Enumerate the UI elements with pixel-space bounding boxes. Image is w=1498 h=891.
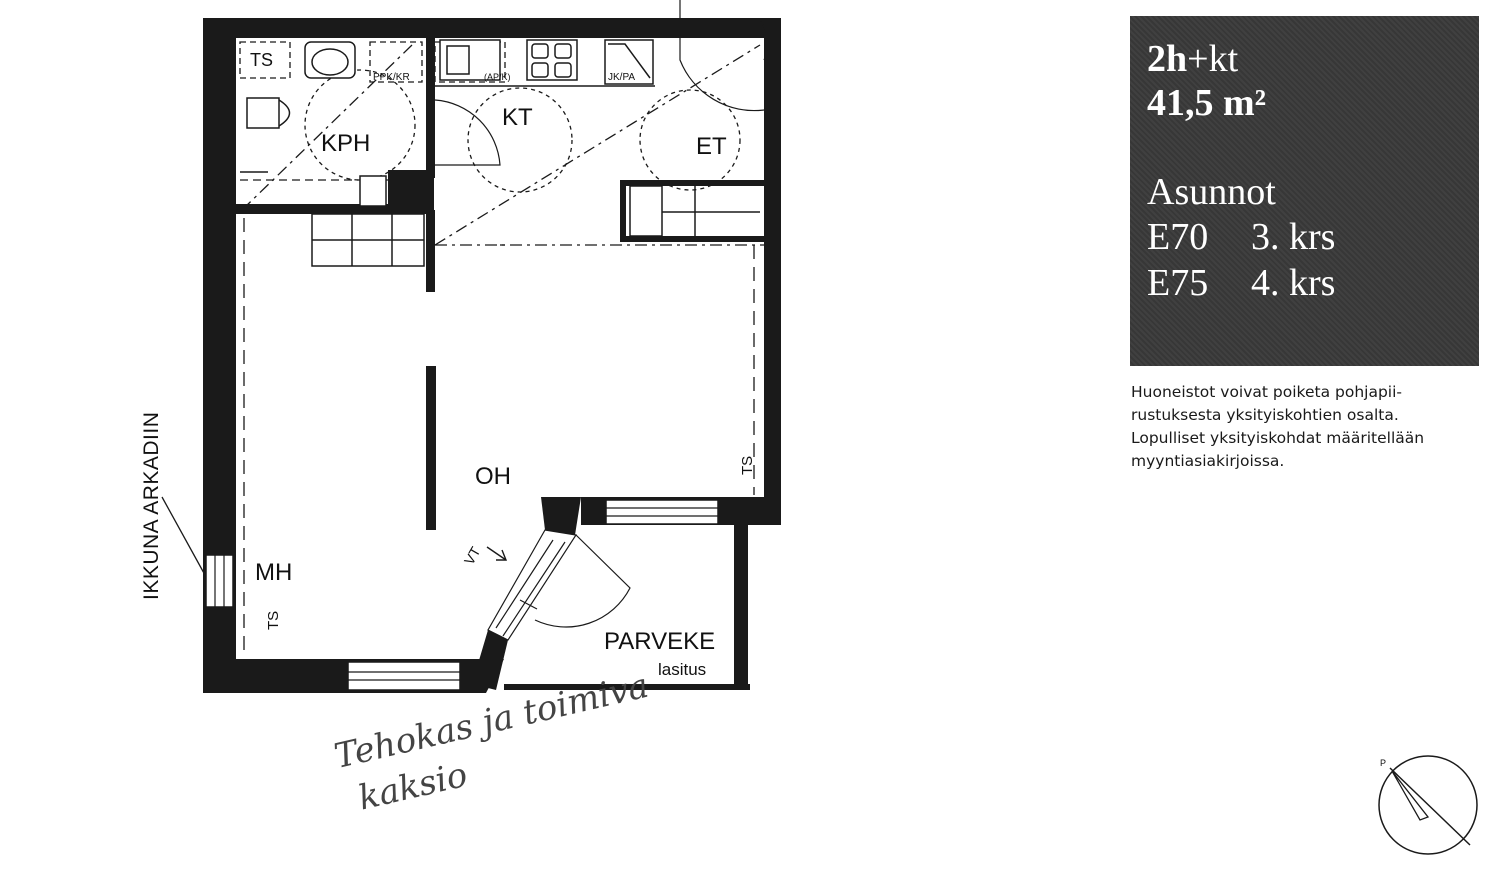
apartment-floor: 4. krs bbox=[1251, 262, 1336, 304]
wall-top bbox=[203, 18, 781, 38]
entrance-door-swing bbox=[679, 0, 765, 112]
dashed-lines bbox=[239, 41, 764, 655]
turning-circle-hall bbox=[639, 89, 741, 191]
label-mh: MH bbox=[255, 559, 292, 586]
sink-bowl-icon bbox=[446, 45, 470, 75]
label-parveke: PARVEKE bbox=[604, 628, 715, 655]
apartment-info-box: 2h+kt 41,5 m² Asunnot E70 3. krs E75 4. kr… bbox=[1130, 16, 1479, 366]
window-balcony bbox=[605, 499, 719, 525]
wall-balcony-bottom bbox=[504, 684, 750, 690]
wall-closet-top bbox=[620, 180, 764, 186]
disclaimer-line: Lopulliset yksityiskohdat määritellään bbox=[1131, 429, 1425, 447]
compass-needle-line bbox=[1389, 767, 1471, 846]
wall-diagonal-bottom bbox=[472, 630, 508, 690]
wall-diagonal-top bbox=[541, 497, 581, 535]
turning-circle-kitchen bbox=[467, 87, 573, 193]
walls bbox=[203, 18, 781, 693]
label-ap-k: (AP/K) bbox=[484, 72, 511, 82]
window-lines bbox=[214, 0, 769, 681]
wall-partition-lower bbox=[426, 366, 436, 530]
washbasin-bowl-icon bbox=[311, 48, 349, 76]
stove-plate-icon bbox=[531, 62, 549, 78]
disclaimer-line: myyntiasiakirjoissa. bbox=[1131, 452, 1285, 470]
wall-balcony-right bbox=[734, 497, 748, 689]
dashed-diagonal bbox=[434, 44, 761, 246]
bath-door-swing bbox=[434, 99, 501, 166]
disclaimer-line: Huoneistot voivat poiketa pohjapii- bbox=[1131, 383, 1402, 401]
fridge-icon bbox=[608, 43, 651, 79]
fixtures bbox=[240, 39, 760, 267]
balcony-door-swing bbox=[534, 534, 631, 628]
toilet-bowl-icon bbox=[278, 99, 291, 127]
label-lasitus: lasitus bbox=[658, 660, 706, 679]
compass-label: P bbox=[1380, 758, 1386, 768]
balcony-door-line bbox=[502, 541, 566, 637]
washbasin bbox=[304, 41, 356, 79]
compass-arrow bbox=[1391, 770, 1430, 821]
vent-arrow-shaft bbox=[486, 546, 507, 561]
apartment-area: 41,5 m² bbox=[1147, 82, 1267, 124]
dashed-ppk-box bbox=[369, 41, 423, 83]
label-jk-pa: JK/PA bbox=[608, 72, 635, 83]
apartment-type-rooms: 2h bbox=[1147, 38, 1188, 80]
apartment-type: 2h+kt bbox=[1147, 38, 1479, 80]
vent-arrow-icon bbox=[486, 546, 508, 561]
apartment-code: E70 bbox=[1147, 216, 1209, 258]
label-window-arcade: IKKUNA ARKADIIN bbox=[140, 412, 163, 600]
bath-cabinet bbox=[359, 175, 387, 207]
label-ts-left: TS bbox=[265, 611, 282, 630]
toilet-tank bbox=[246, 97, 280, 129]
wall-right bbox=[764, 18, 781, 525]
label-ts-top: TS bbox=[250, 50, 273, 70]
balcony-door-frame bbox=[487, 529, 578, 641]
apartment-floor: 3. krs bbox=[1251, 216, 1336, 258]
label-oh: OH bbox=[475, 463, 511, 490]
window-left bbox=[205, 554, 234, 608]
wall-closet-bottom bbox=[620, 236, 764, 242]
label-et: ET bbox=[696, 133, 727, 160]
label-kt: KT bbox=[502, 104, 533, 131]
compass-icon: P bbox=[1378, 755, 1478, 855]
apartment-unit-row: E75 4. krs bbox=[1147, 260, 1479, 306]
label-kph: KPH bbox=[321, 130, 370, 157]
fridge-freezer bbox=[604, 39, 654, 85]
vent-arrow-head bbox=[496, 549, 508, 561]
wall-closet-left bbox=[620, 180, 626, 242]
disclaimer-line: rustuksesta yksityiskohtien osalta. bbox=[1131, 406, 1399, 424]
dashed-bath-diagonal bbox=[241, 44, 413, 211]
apartments-heading: Asunnot bbox=[1147, 171, 1276, 213]
window-pointer-line bbox=[161, 496, 206, 576]
stove-plate-icon bbox=[531, 43, 549, 59]
label-ts-right: TS bbox=[739, 456, 756, 475]
apartment-unit-row: E70 3. krs bbox=[1147, 214, 1479, 260]
wall-bath-bottom bbox=[236, 204, 390, 214]
wall-partition-upper bbox=[426, 210, 435, 292]
apartment-type-kitchen: +kt bbox=[1187, 38, 1239, 80]
window-bottom bbox=[347, 661, 461, 691]
label-vt: VT bbox=[461, 544, 484, 568]
compass-circle bbox=[1378, 755, 1478, 855]
stove-plate-icon bbox=[554, 62, 572, 78]
hall-cabinet bbox=[629, 185, 663, 237]
balcony-door-line bbox=[519, 599, 538, 610]
label-ppk-kr: PPK/KR bbox=[373, 72, 410, 83]
apartment-code: E75 bbox=[1147, 262, 1209, 304]
balcony-door-line bbox=[495, 539, 554, 629]
stove-plate-icon bbox=[554, 43, 572, 59]
entrance-door-arc bbox=[759, 19, 769, 61]
windows bbox=[205, 499, 719, 691]
turning-circle-bath bbox=[304, 69, 416, 181]
disclaimer-text: Huoneistot voivat poiketa pohjapii- rust… bbox=[1131, 381, 1496, 473]
dashed-ts-box bbox=[239, 41, 291, 79]
wall-bath-kitchen bbox=[426, 38, 435, 178]
